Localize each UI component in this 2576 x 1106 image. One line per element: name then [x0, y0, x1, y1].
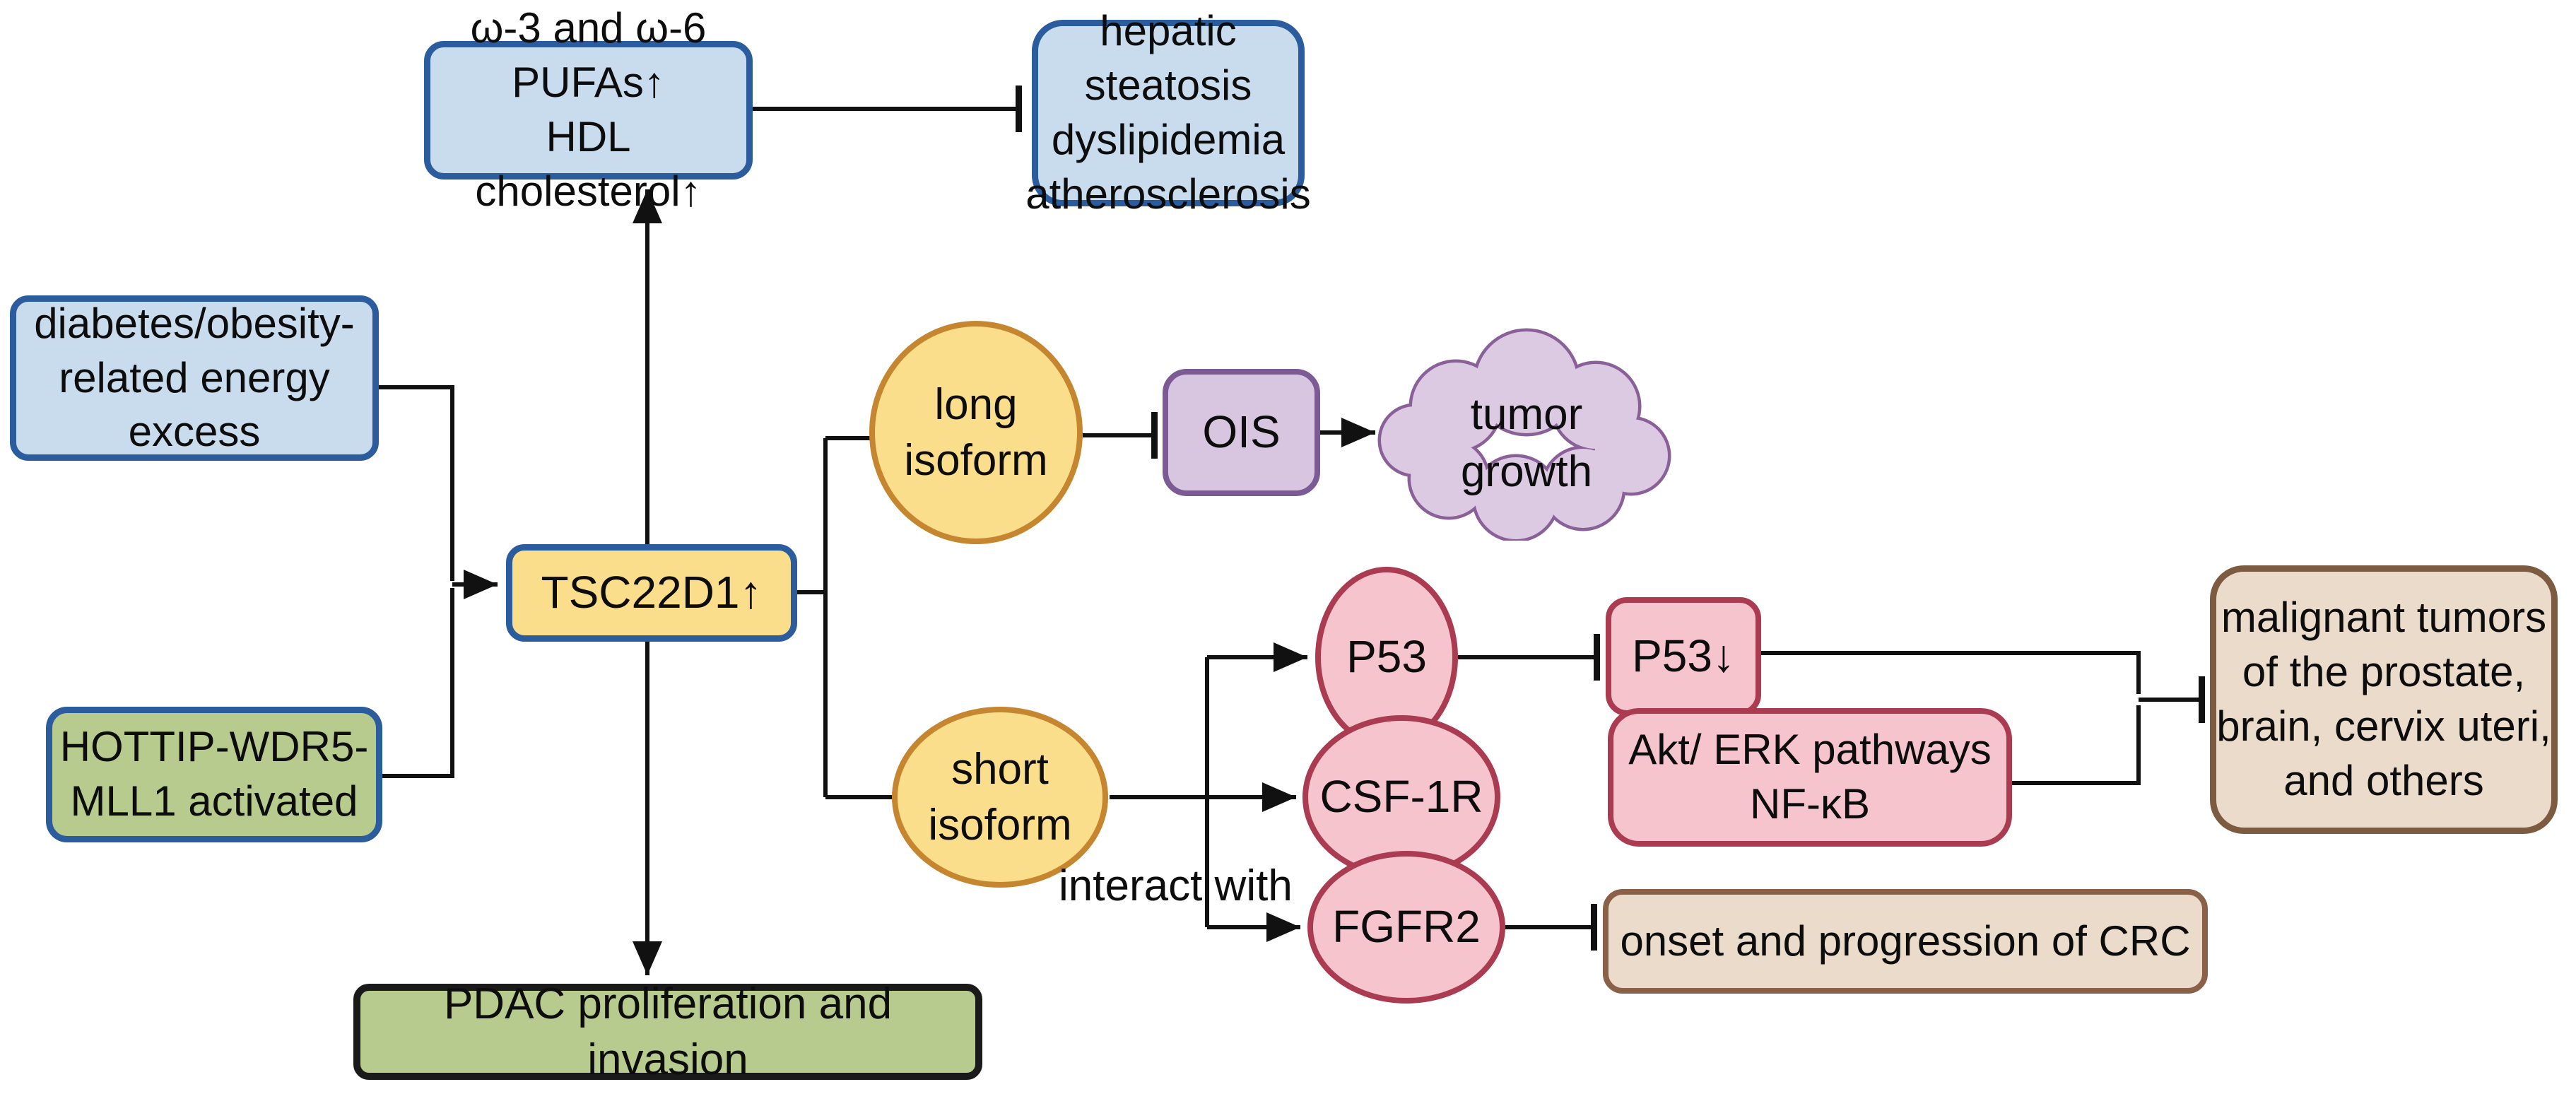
node-pufas-hdl: ω-3 and ω-6 PUFAs↑ HDL cholesterol↑: [424, 4, 753, 215]
node-hottip-wdr5-mll1: HOTTIP-WDR5- MLL1 activated: [46, 707, 382, 842]
node-short-isoform: short isoform: [892, 707, 1108, 888]
node-fgfr2: FGFR2: [1307, 851, 1505, 1004]
tumor-growth-label: tumor growth: [1460, 390, 1593, 496]
line-p53down-to-junction: [1761, 651, 2141, 694]
node-akt-erk-nfkb: Akt/ ERK pathways NF-κB: [1608, 708, 2012, 847]
cloud-shape: [1377, 328, 1671, 543]
interact-with-label: interact with: [1059, 861, 1293, 911]
node-long-isoform: long isoform: [869, 321, 1083, 544]
node-hepatic-steatosis: hepatic steatosis dyslipidemia atheroscl…: [1025, 7, 1311, 218]
node-crc: onset and progression of CRC: [1603, 889, 2208, 994]
node-ois: OIS: [1163, 369, 1320, 496]
node-tumor-growth-cloud: tumor growth: [1371, 322, 1682, 543]
line-hottip-to-junction: [382, 588, 454, 778]
line-diabetes-to-junction: [379, 385, 454, 581]
node-diabetes-obesity: diabetes/obesity- related energy excess: [10, 295, 379, 461]
node-pdac: PDAC proliferation and invasion: [353, 979, 982, 1084]
node-malignant-tumors: malignant tumors of the prostate, brain,…: [2210, 565, 2558, 834]
node-tsc22d1: TSC22D1↑: [506, 544, 797, 642]
node-p53-down: P53↓: [1606, 597, 1761, 716]
line-akt-to-junction: [2012, 705, 2141, 785]
